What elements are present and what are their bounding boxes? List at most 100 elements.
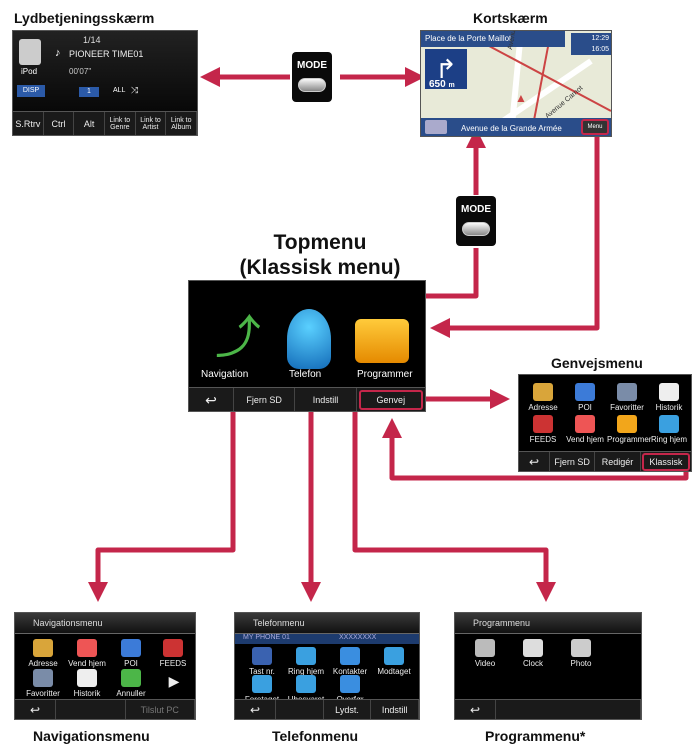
keypad-icon (252, 647, 272, 665)
repeat-track-indicator: 1 (79, 87, 99, 97)
label-shortcut-menu: Genvejsmenu (551, 355, 643, 371)
mode-button-top[interactable]: MODE (292, 52, 332, 102)
nav-spacer (56, 700, 126, 719)
history-icon (659, 383, 679, 401)
back-arrow-icon: ↩ (205, 391, 217, 408)
address-book-icon (33, 639, 53, 657)
poi-icon (121, 639, 141, 657)
label-map-screen: Kortskærm (473, 10, 548, 26)
back-arrow-icon: ↩ (528, 455, 540, 469)
fjern-sd-button[interactable]: Fjern SD (234, 388, 296, 411)
phone-ring-hjem[interactable]: Ring hjem (285, 647, 327, 676)
phone-kontakter[interactable]: Kontakter (329, 647, 371, 676)
next-page-icon[interactable]: ▶ (168, 673, 180, 689)
ipod-icon (19, 39, 41, 65)
shortcut-feeds[interactable]: FEEDS (523, 415, 563, 444)
genvej-button[interactable]: Genvej (358, 390, 423, 410)
audio-btn-album[interactable]: Link to Album (166, 112, 197, 135)
missed-calls-icon (296, 675, 316, 693)
audio-btn-genre[interactable]: Link to Genre (105, 112, 136, 135)
clock-icon (523, 639, 543, 657)
app-video[interactable]: Video (463, 639, 507, 668)
shortcut-rediger[interactable]: Redigér (595, 452, 641, 471)
label-nav-menu: Navigationsmenu (33, 728, 150, 744)
history-icon (77, 669, 97, 687)
shortcut-fjern-sd[interactable]: Fjern SD (550, 452, 596, 471)
disp-button[interactable]: DISP (17, 85, 45, 97)
programmer-icon[interactable] (355, 319, 409, 363)
back-button[interactable]: ↩ (15, 700, 56, 719)
label-app-menu: Programmenu* (485, 728, 586, 744)
poi-icon (575, 383, 595, 401)
top-item-programmer[interactable]: Programmer (357, 369, 413, 380)
phone-menu-screen: Telefonmenu MY PHONE 01 XXXXXXXX Tast nr… (234, 612, 420, 720)
nav-favoritter[interactable]: Favoritter (23, 669, 63, 698)
app-menu-titlebar: Programmenu (455, 613, 641, 634)
label-top-menu-title: Topmenu (273, 231, 367, 254)
top-menu-screen: ⤴ Navigation Telefon Programmer ↩ Fjern … (188, 280, 426, 412)
map-street: Avenue de la Grande Armée (461, 124, 562, 133)
audio-btn-ctrl[interactable]: Ctrl (44, 112, 75, 135)
turn-arrow-icon: ↱ (425, 49, 467, 89)
arrow-klassisk-to-genvej (382, 418, 689, 481)
top-item-navigation[interactable]: Navigation (201, 369, 249, 380)
map-view-icon[interactable] (425, 120, 447, 134)
shortcut-ring-hjem[interactable]: Ring hjem (649, 415, 689, 444)
home-icon (575, 415, 595, 433)
map-place: Place de la Porte Maillot (421, 31, 565, 47)
top-item-telefon[interactable]: Telefon (289, 369, 322, 380)
address-book-icon (533, 383, 553, 401)
back-arrow-icon: ↩ (249, 703, 261, 717)
mode-label: MODE (297, 60, 327, 71)
shortcut-programmer[interactable]: Programmer (607, 415, 651, 444)
shortcut-favoritter[interactable]: Favoritter (607, 383, 647, 412)
phone-name: MY PHONE 01 (243, 634, 290, 641)
phone-number: XXXXXXXX (339, 634, 377, 641)
tilslut-pc-button[interactable]: Tilslut PC (126, 700, 195, 719)
nav-feeds[interactable]: FEEDS (153, 639, 193, 668)
back-button[interactable]: ↩ (455, 700, 496, 719)
label-top-menu-subtitle: (Klassisk menu) (239, 256, 401, 279)
nav-vend-hjem[interactable]: Vend hjem (65, 639, 109, 668)
nav-adresse[interactable]: Adresse (23, 639, 63, 668)
transfer-icon (340, 675, 360, 693)
navigation-icon[interactable]: ⤴ (215, 311, 261, 363)
audio-btn-srtrv[interactable]: S.Rtrv (13, 112, 44, 135)
phone-menu-titlebar: Telefonmenu (235, 613, 419, 634)
photo-icon (571, 639, 591, 657)
nav-annuller[interactable]: Annuller (111, 669, 151, 698)
shortcut-adresse[interactable]: Adresse (523, 383, 563, 412)
audio-btn-alt[interactable]: Alt (74, 112, 106, 135)
klassisk-button[interactable]: Klassisk (641, 453, 690, 471)
lydst-button[interactable]: Lydst. (324, 700, 372, 719)
back-button[interactable]: ↩ (189, 388, 234, 411)
audio-btn-artist[interactable]: Link to Artist (136, 112, 167, 135)
phone-modtaget[interactable]: Modtaget (373, 647, 415, 676)
audio-time: 00'07" (69, 67, 92, 76)
back-button[interactable]: ↩ (519, 452, 550, 471)
map-screen: Place de la Porte Maillot 12:29 16:05 ↱ … (420, 30, 612, 137)
back-button[interactable]: ↩ (235, 700, 276, 719)
contacts-icon (340, 647, 360, 665)
received-calls-icon (384, 647, 404, 665)
nav-poi[interactable]: POI (111, 639, 151, 668)
nav-menu-titlebar: Navigationsmenu (15, 613, 195, 634)
telefon-icon[interactable] (287, 309, 331, 369)
phone-indstill-button[interactable]: Indstill (371, 700, 419, 719)
label-audio-screen: Lydbetjeningsskærm (14, 10, 155, 26)
nav-menu-screen: Navigationsmenu Adresse Vend hjem POI FE… (14, 612, 196, 720)
indstill-button[interactable]: Indstill (295, 388, 357, 411)
map-menu-button[interactable]: Menu (581, 119, 609, 135)
phone-status-bar: MY PHONE 01 XXXXXXXX (235, 634, 419, 644)
shortcut-historik[interactable]: Historik (649, 383, 689, 412)
map-vehicle-icon: ▲ (515, 91, 527, 105)
nav-historik[interactable]: Historik (65, 669, 109, 698)
app-photo[interactable]: Photo (559, 639, 603, 668)
phone-tast-nr[interactable]: Tast nr. (241, 647, 283, 676)
shortcut-vend-hjem[interactable]: Vend hjem (565, 415, 605, 444)
mode-button-right[interactable]: MODE (456, 196, 496, 246)
app-clock[interactable]: Clock (511, 639, 555, 668)
audio-source: iPod (21, 67, 38, 76)
shortcut-poi[interactable]: POI (565, 383, 605, 412)
call-home-icon (659, 415, 679, 433)
